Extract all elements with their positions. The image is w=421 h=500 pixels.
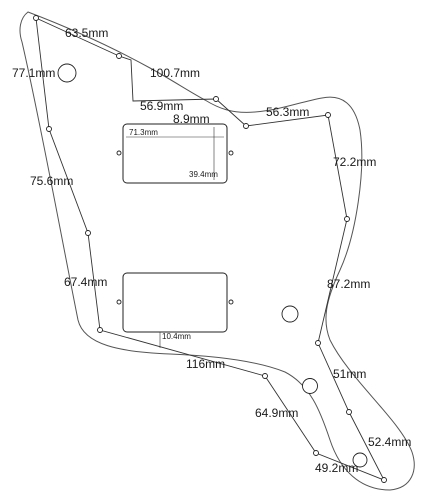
screw-hole <box>46 126 52 132</box>
measure-label: 56.3mm <box>266 105 309 119</box>
bridge-pickup-route <box>122 272 228 333</box>
measure-label: 63.5mm <box>65 26 108 40</box>
screw-hole <box>344 216 350 222</box>
screw-hole <box>85 230 91 236</box>
neck-height-label: 39.4mm <box>189 170 218 179</box>
measure-label: 75.6mm <box>30 174 73 188</box>
screw-hole <box>262 373 268 379</box>
screw-hole <box>97 327 103 333</box>
measure-label: 64.9mm <box>255 406 298 420</box>
measure-label: 49.2mm <box>315 461 358 475</box>
measure-label: 8.9mm <box>173 112 210 126</box>
knob-hole <box>281 305 299 323</box>
screw-hole <box>228 150 234 156</box>
measure-label: 116mm <box>186 357 225 371</box>
screw-hole <box>325 112 331 118</box>
measure-label: 52.4mm <box>368 435 411 449</box>
measure-label: 87.2mm <box>327 277 370 291</box>
knob-hole <box>352 452 368 468</box>
neck-width-label: 71.3mm <box>129 128 158 137</box>
screw-hole <box>213 96 219 102</box>
screw-hole <box>381 477 387 483</box>
screw-hole <box>116 53 122 59</box>
screw-hole <box>315 340 321 346</box>
screw-holes <box>33 15 387 483</box>
measure-line-lower <box>35 17 385 481</box>
measure-label: 51mm <box>333 367 366 381</box>
screw-hole <box>243 123 249 129</box>
measure-label: 67.4mm <box>64 275 107 289</box>
pickguard-outline <box>19 11 415 491</box>
bridge-gap-label: 10.4mm <box>162 332 191 341</box>
knob-hole <box>57 63 77 83</box>
measure-label: 77.1mm <box>12 66 55 80</box>
neck-pickup-route <box>122 123 228 184</box>
screw-hole <box>33 15 39 21</box>
measure-label: 72.2mm <box>333 155 376 169</box>
measure-line-upper <box>35 17 385 481</box>
measure-label: 56.9mm <box>140 99 183 113</box>
screw-hole <box>116 150 122 156</box>
screw-hole <box>313 450 319 456</box>
control-holes <box>57 63 368 468</box>
knob-hole <box>302 378 318 394</box>
measure-label: 100.7mm <box>150 66 200 80</box>
screw-hole <box>346 409 352 415</box>
screw-hole <box>116 299 122 305</box>
screw-hole <box>228 299 234 305</box>
